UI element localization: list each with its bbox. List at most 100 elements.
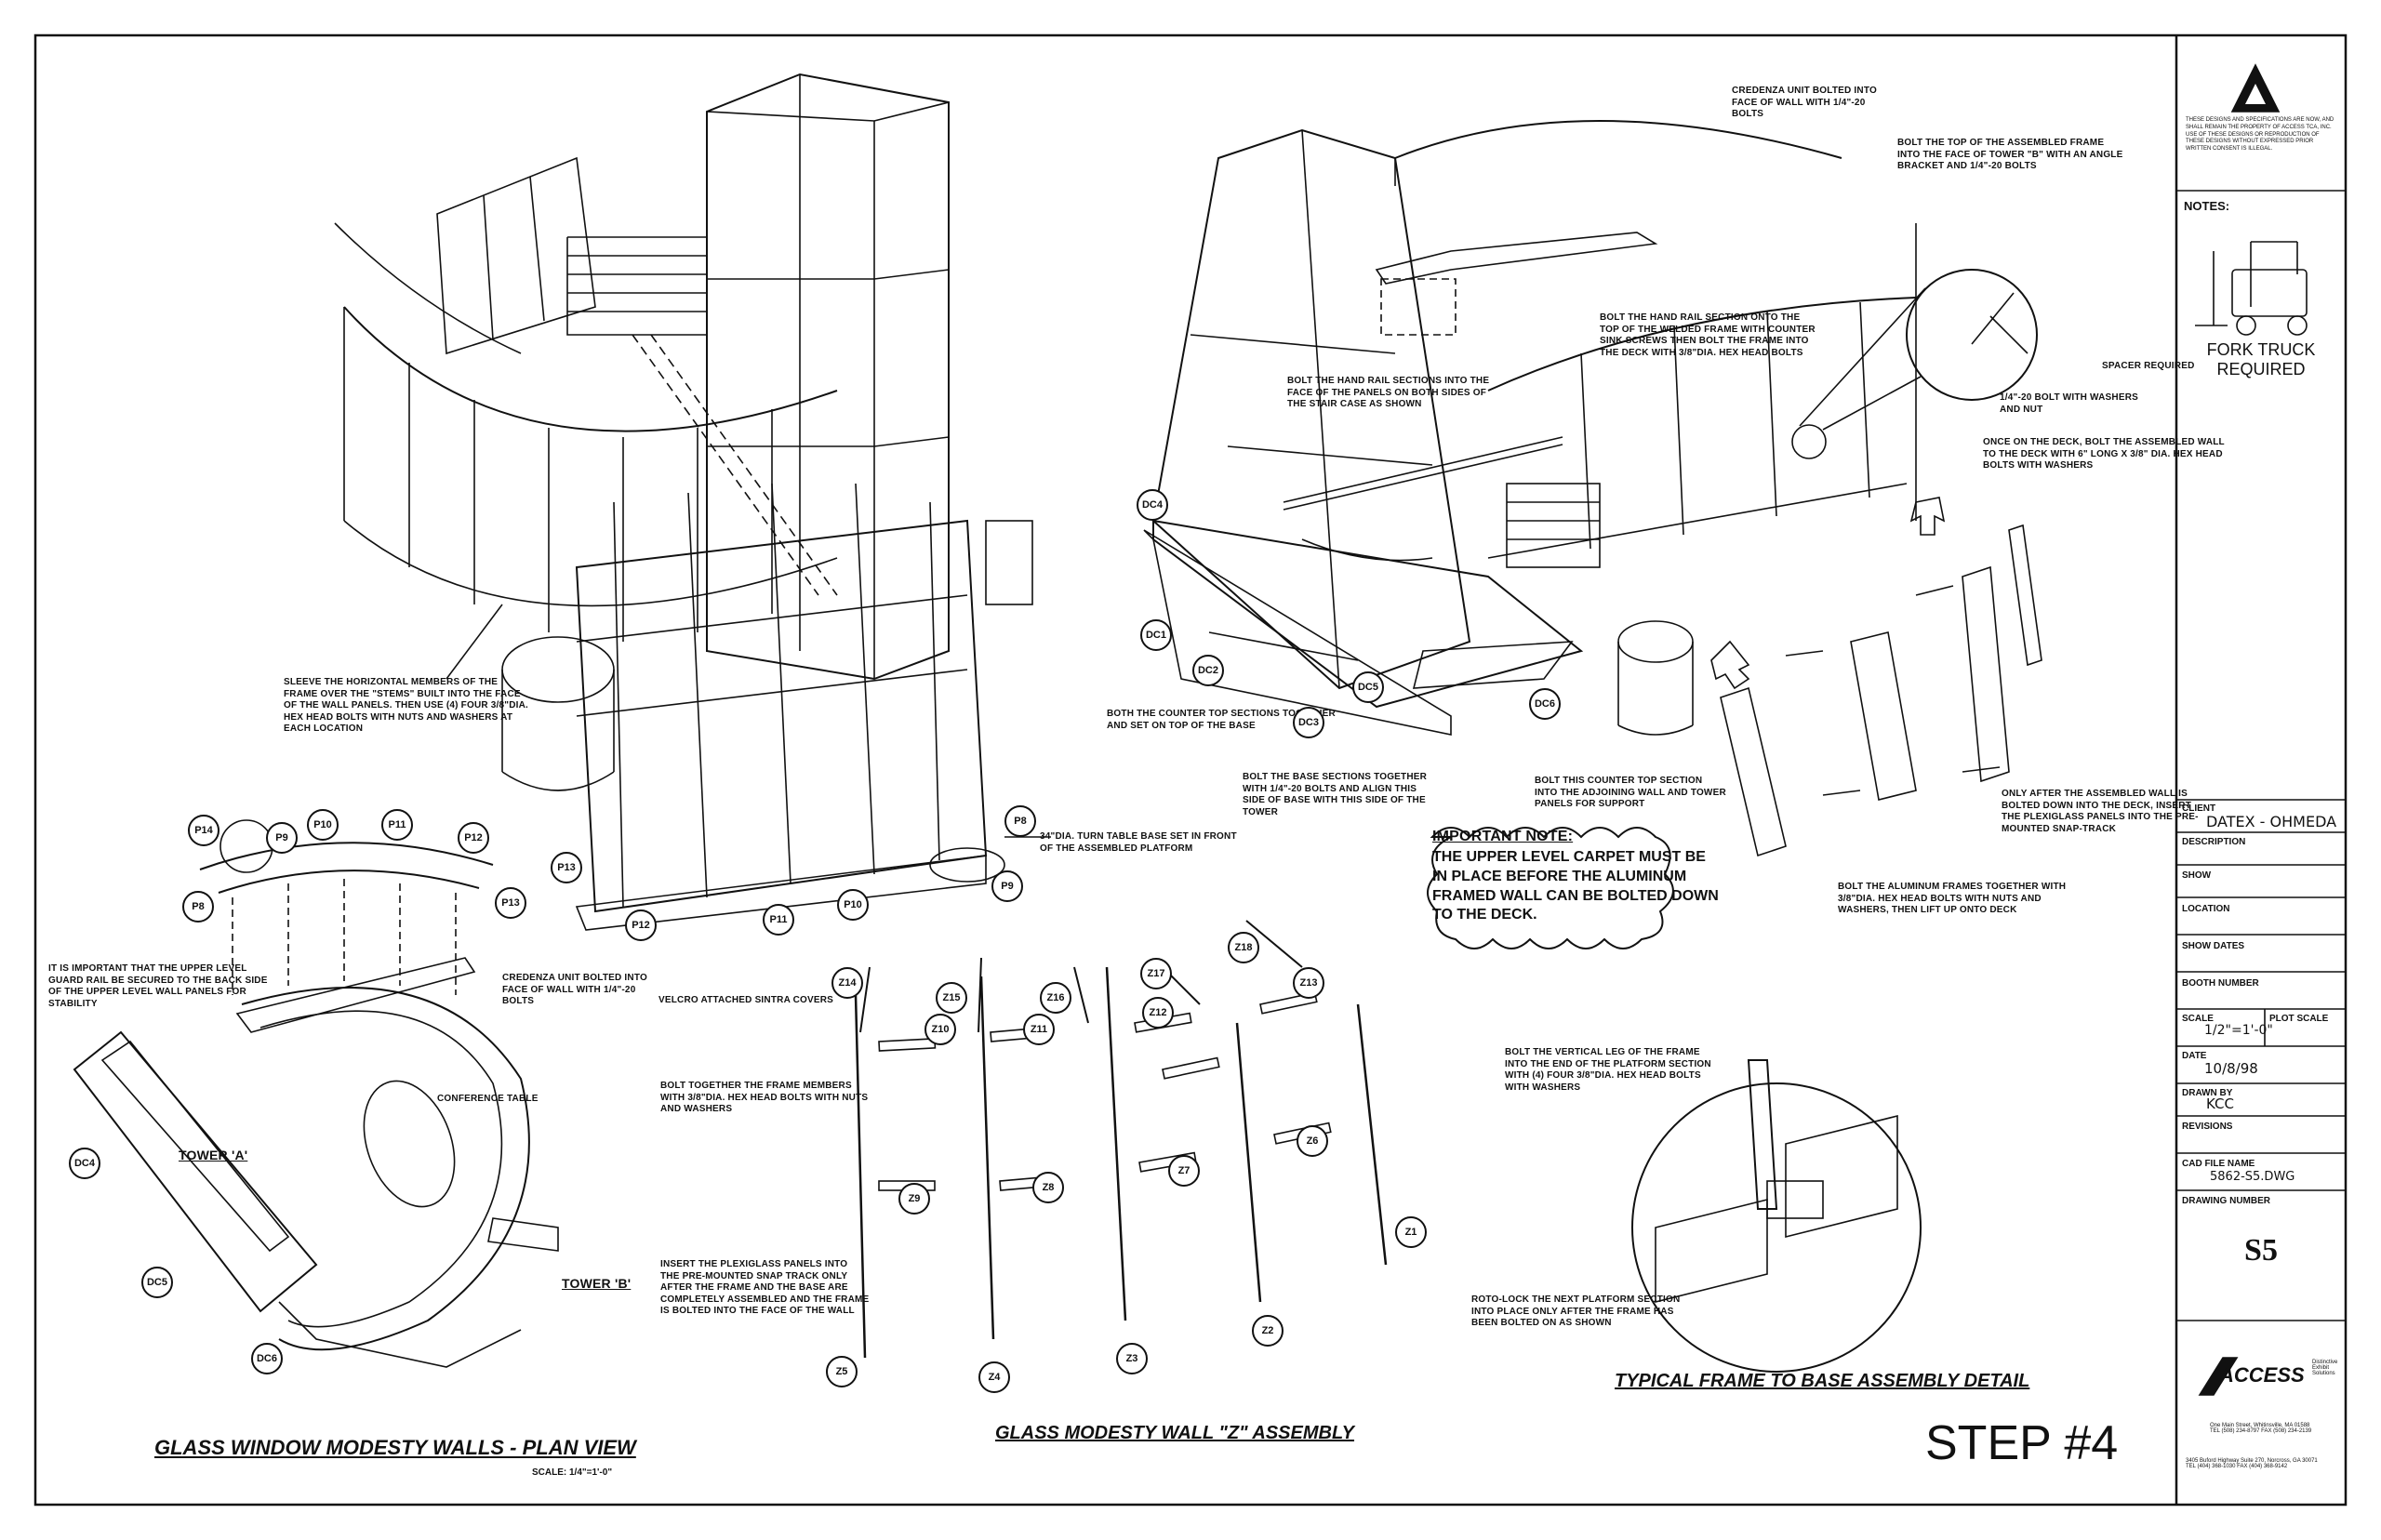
callout-z2: Z2 (1252, 1315, 1284, 1347)
location-label: LOCATION (2182, 904, 2230, 914)
description-label: DESCRIPTION (2182, 837, 2246, 847)
booth-number-label: BOOTH NUMBER (2182, 978, 2259, 989)
spacer-note: SPACER REQUIRED (2102, 361, 2195, 371)
callout-dc6: DC6 (1529, 688, 1561, 720)
callout-dc4: DC4 (1137, 489, 1168, 521)
access-wordmark-mark (2198, 1357, 2239, 1396)
callout-dc4-plan: DC4 (69, 1148, 100, 1179)
callout-p12-plan: P12 (458, 822, 489, 854)
callout-z15: Z15 (936, 982, 967, 1014)
callout-dc5-plan: DC5 (141, 1267, 173, 1298)
drawing-number-value: S5 (2244, 1233, 2278, 1268)
callout-p10: P10 (837, 889, 869, 921)
client-value: DATEX - OHMEDA (2206, 813, 2337, 830)
callout-p11: P11 (763, 904, 794, 936)
show-label: SHOW (2182, 870, 2212, 881)
callout-z11: Z11 (1023, 1014, 1055, 1045)
credenza-note-top: CREDENZA UNIT BOLTED INTO FACE OF WALL W… (1732, 86, 1877, 119)
plan-view-title: GLASS WINDOW MODESTY WALLS - PLAN VIEW (154, 1436, 636, 1459)
bolt-washers-note: 1/4"-20 BOLT WITH WASHERS AND NUT (2000, 392, 2139, 415)
drawn-by-label: DRAWN BY (2182, 1088, 2233, 1098)
frame-base-detail (1631, 1059, 1922, 1373)
address-ma: One Main Street, Whitinsville, MA 01588 … (2210, 1423, 2312, 1434)
credenza-plan-note: CREDENZA UNIT BOLTED INTO FACE OF WALL W… (502, 973, 647, 1006)
sheet-border (33, 33, 2348, 1507)
scale-label: SCALE (2182, 1014, 2214, 1024)
callout-dc2: DC2 (1192, 655, 1224, 686)
callout-z12: Z12 (1142, 997, 1174, 1029)
aluminum-frames-note: BOLT THE ALUMINUM FRAMES TOGETHER WITH 3… (1838, 882, 2067, 915)
guard-rail-note: IT IS IMPORTANT THAT THE UPPER LEVEL GUA… (48, 963, 268, 1009)
velcro-note: VELCRO ATTACHED SINTRA COVERS (658, 995, 834, 1005)
callout-z17: Z17 (1140, 958, 1172, 989)
callout-z13: Z13 (1293, 967, 1324, 999)
turntable-note: 34"DIA. TURN TABLE BASE SET IN FRONT OF … (1040, 831, 1237, 854)
plan-view-scale: SCALE: 1/4"=1'-0" (532, 1467, 613, 1478)
callout-p12: P12 (625, 909, 657, 941)
callout-dc1: DC1 (1140, 619, 1172, 651)
tower-b-label: TOWER 'B' (562, 1276, 632, 1291)
callout-dc5: DC5 (1352, 671, 1384, 703)
callout-z3: Z3 (1116, 1343, 1148, 1374)
hand-rail-deck-note: BOLT THE HAND RAIL SECTION ONTO THE TOP … (1600, 312, 1816, 358)
callout-z16: Z16 (1040, 982, 1071, 1014)
callout-p9-plan: P9 (266, 822, 298, 854)
date-value: 10/8/98 (2204, 1060, 2258, 1077)
base-sections-note: BOLT THE BASE SECTIONS TOGETHER WITH 1/4… (1243, 772, 1428, 817)
counter-adjoining-note: BOLT THIS COUNTER TOP SECTION INTO THE A… (1535, 776, 1726, 809)
callout-z6: Z6 (1297, 1125, 1328, 1157)
callout-dc3: DC3 (1293, 707, 1324, 738)
detail-title: TYPICAL FRAME TO BASE ASSEMBLY DETAIL (1615, 1371, 2030, 1391)
callout-z18: Z18 (1228, 932, 1259, 963)
important-note-heading: IMPORTANT NOTE: (1432, 829, 1574, 844)
drawing-number-label: DRAWING NUMBER (2182, 1196, 2270, 1206)
bolt-frame-members-note: BOLT TOGETHER THE FRAME MEMBERS WITH 3/8… (660, 1081, 869, 1114)
fork-truck-icon (2195, 241, 2308, 336)
vertical-leg-note: BOLT THE VERTICAL LEG OF THE FRAME INTO … (1505, 1047, 1711, 1093)
insert-plexi-note: INSERT THE PLEXIGLASS PANELS INTO THE PR… (660, 1259, 870, 1316)
callout-z10: Z10 (924, 1014, 956, 1045)
important-note-body: THE UPPER LEVEL CARPET MUST BE IN PLACE … (1432, 849, 1719, 923)
client-label: CLIENT (2182, 803, 2216, 814)
roto-lock-note: ROTO-LOCK THE NEXT PLATFORM SECTION INTO… (1471, 1294, 1681, 1328)
only-after-note: ONLY AFTER THE ASSEMBLED WALL IS BOLTED … (2002, 789, 2199, 834)
callout-p14-plan: P14 (188, 815, 219, 846)
callout-p9: P9 (991, 870, 1023, 902)
address-ga: 3405 Buford Highway Suite 270, Norcross,… (2186, 1458, 2318, 1469)
callout-z8: Z8 (1032, 1172, 1064, 1203)
callout-z7: Z7 (1168, 1155, 1200, 1187)
cad-file-label: CAD FILE NAME (2182, 1159, 2255, 1169)
once-deck-note: ONCE ON THE DECK, BOLT THE ASSEMBLED WAL… (1983, 437, 2225, 471)
z-assembly-title: GLASS MODESTY WALL "Z" ASSEMBLY (995, 1423, 1355, 1443)
fork-truck-label: FORK TRUCK REQUIRED (2206, 340, 2316, 378)
upper-right-isometric (1143, 120, 2042, 949)
revisions-label: REVISIONS (2182, 1122, 2233, 1132)
callout-p10-plan: P10 (307, 809, 339, 841)
title-block (2176, 63, 2346, 1396)
callout-p13: P13 (551, 852, 582, 883)
callout-p8: P8 (1004, 805, 1036, 837)
sleeve-note: SLEEVE THE HORIZONTAL MEMBERS OF THE FRA… (284, 677, 529, 734)
drawn-by-value: KCC (2206, 1095, 2234, 1112)
callout-z5: Z5 (826, 1356, 858, 1387)
access-wordmark: ACCESS (2219, 1363, 2305, 1387)
disclaimer-text: THESE DESIGNS AND SPECIFICATIONS ARE NOW… (2186, 117, 2334, 153)
conference-table-label: CONFERENCE TABLE (437, 1094, 539, 1104)
callout-p13-plan: P13 (495, 887, 526, 919)
tower-a-label: TOWER 'A' (179, 1148, 248, 1162)
show-dates-label: SHOW DATES (2182, 941, 2245, 951)
callout-z1: Z1 (1395, 1216, 1427, 1248)
cad-file-value: 5862-S5.DWG (2210, 1170, 2295, 1184)
bolt-top-frame-note: BOLT THE TOP OF THE ASSEMBLED FRAME INTO… (1897, 138, 2123, 171)
upper-left-isometric (334, 73, 1051, 931)
callout-z4: Z4 (978, 1361, 1010, 1393)
plan-view (73, 819, 559, 1368)
scale-value: 1/2"=1'-0" (2204, 1023, 2273, 1038)
callout-z14: Z14 (831, 967, 863, 999)
plot-scale-label: PLOT SCALE (2269, 1014, 2329, 1024)
callout-p8-plan: P8 (182, 891, 214, 923)
callout-p11-plan: P11 (381, 809, 413, 841)
notes-label: NOTES: (2184, 199, 2230, 213)
date-label: DATE (2182, 1051, 2207, 1061)
